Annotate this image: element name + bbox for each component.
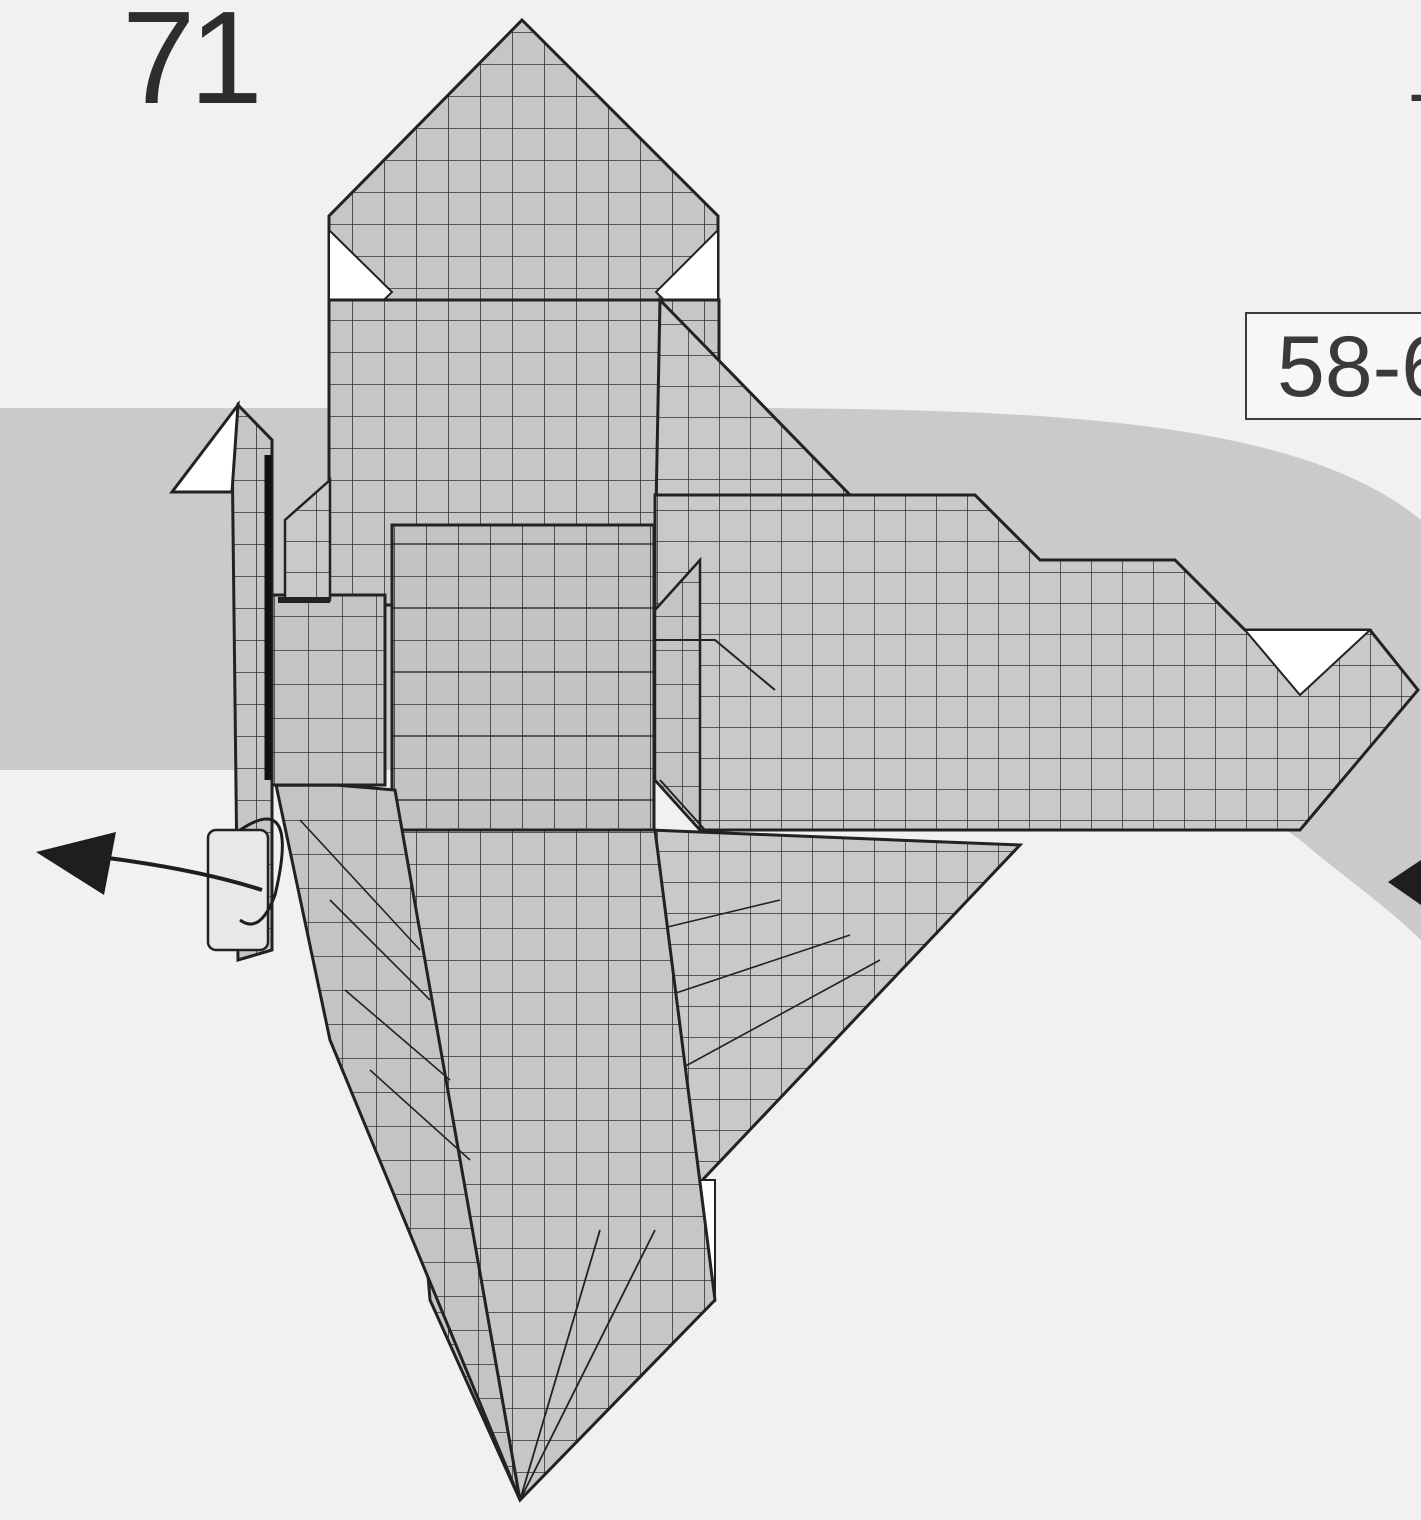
step-number: 71 (122, 0, 257, 124)
edge-mark: - (1408, 52, 1421, 132)
bottom-point (275, 780, 715, 1500)
step-reference-box: 58-6 (1245, 312, 1421, 420)
